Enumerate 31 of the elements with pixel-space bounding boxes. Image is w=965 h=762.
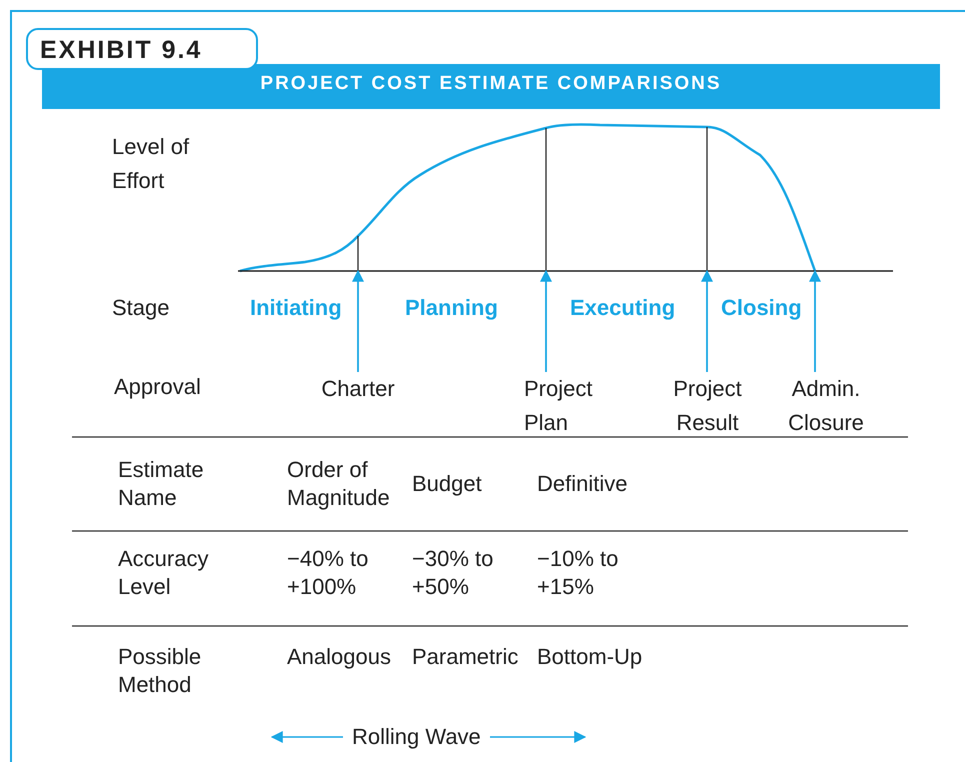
stage-label: Initiating [250, 294, 342, 322]
stage-label: Closing [721, 294, 802, 322]
row-label: Approval [114, 373, 201, 401]
approval-milestone: Charter [318, 372, 398, 406]
axis-label: Level of Effort [112, 133, 190, 195]
accuracy-range: −10% to +15% [537, 545, 620, 601]
axis-line [238, 270, 893, 272]
arrow [809, 270, 821, 372]
method-name: Bottom-Up [537, 643, 642, 671]
row-label: Stage [112, 294, 170, 322]
arrow [540, 270, 552, 372]
row-label: Estimate Name [118, 456, 205, 512]
arrow [701, 270, 713, 372]
row-label: Possible Method [118, 643, 202, 699]
stage-label: Executing [570, 294, 676, 322]
exhibit-tab: EXHIBIT 9.4 [26, 28, 258, 70]
estimate-name: Order of Magnitude [287, 456, 391, 512]
stage-label: Planning [405, 294, 498, 322]
approval-milestone: Project Result [670, 372, 745, 440]
estimate-name: Definitive [537, 470, 628, 498]
method-name: Analogous [287, 643, 391, 671]
method-name: Parametric [412, 643, 518, 671]
range-label: Rolling Wave [352, 723, 481, 751]
accuracy-range: −30% to +50% [412, 545, 494, 601]
accuracy-range: −40% to +100% [287, 545, 370, 601]
approval-milestone: Admin. Closure [785, 372, 867, 440]
row-label: Accuracy Level [118, 545, 210, 601]
title-bar: PROJECT COST ESTIMATE COMPARISONS [42, 64, 940, 109]
approval-milestone: Project Plan [524, 372, 599, 440]
estimate-name: Budget [412, 470, 482, 498]
arrow [352, 270, 364, 372]
